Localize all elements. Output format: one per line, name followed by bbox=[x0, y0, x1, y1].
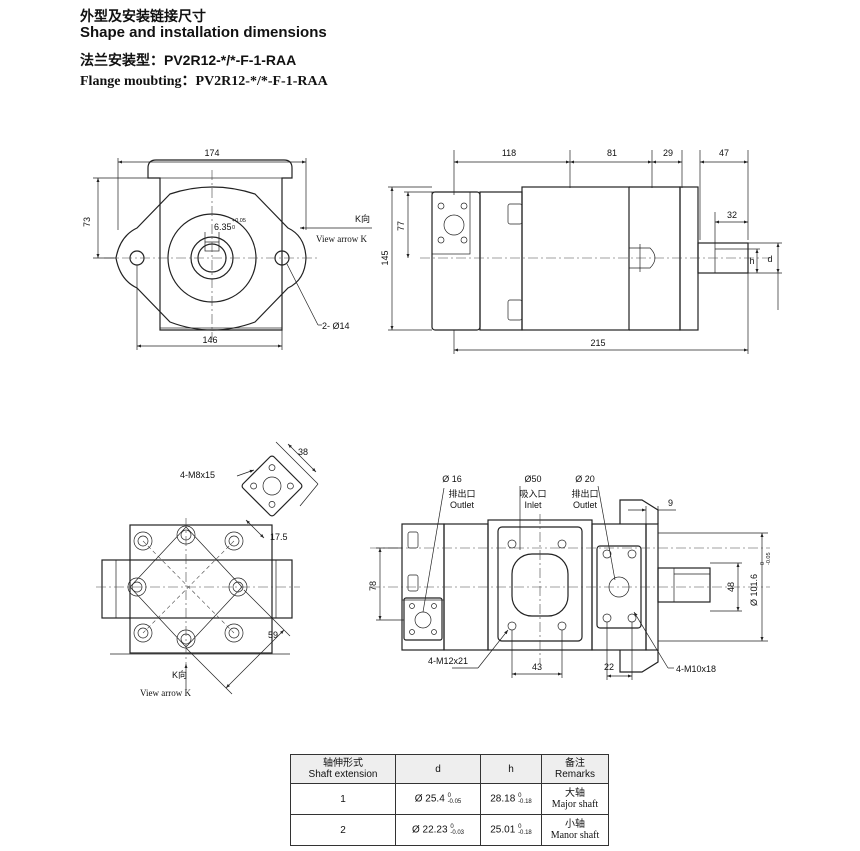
thread-m10: 4-M10x18 bbox=[676, 664, 716, 674]
dim-9: 9 bbox=[668, 498, 673, 508]
title-en: Shape and installation dimensions bbox=[80, 24, 327, 41]
outlet1-dia: Ø 16 bbox=[442, 474, 462, 484]
dim-78: 78 bbox=[368, 581, 378, 591]
dim-h: h bbox=[749, 256, 754, 266]
outlet2-dia: Ø 20 bbox=[575, 474, 595, 484]
pilot-tol-up: 0 bbox=[760, 562, 766, 565]
model-en: Flange moubting：PV2R12-*/*-F-1-RAA bbox=[80, 74, 328, 89]
dim-d: d bbox=[767, 254, 772, 264]
dim-47: 47 bbox=[719, 148, 729, 158]
dim-81: 81 bbox=[607, 148, 617, 158]
dim-215: 215 bbox=[590, 338, 605, 348]
key-tol-up: +0.05 bbox=[232, 218, 246, 224]
thread-m8: 4-M8x15 bbox=[180, 470, 215, 480]
outlet2-en: Outlet bbox=[573, 500, 598, 510]
cell-h: 28.18 0-0.18 bbox=[480, 783, 542, 815]
dim-43: 43 bbox=[532, 662, 542, 672]
inlet-cn: 吸入口 bbox=[519, 489, 546, 499]
outlet2-cn: 排出口 bbox=[571, 488, 598, 499]
inlet-en: Inlet bbox=[524, 500, 542, 510]
dim-146: 146 bbox=[202, 335, 217, 345]
k-arrow2-cn: K向 bbox=[172, 669, 187, 680]
dim-73: 73 bbox=[82, 217, 92, 227]
model-cn: 法兰安装型：PV2R12-*/*-F-1-RAA bbox=[80, 52, 297, 68]
dim-key: 6.35 bbox=[214, 222, 232, 232]
dim-32: 32 bbox=[727, 210, 737, 220]
dim-48: 48 bbox=[726, 582, 736, 592]
inlet-dia: Ø50 bbox=[524, 474, 541, 484]
dim-38: 38 bbox=[298, 447, 308, 457]
dim-118: 118 bbox=[502, 148, 516, 158]
outlet1-en: Outlet bbox=[450, 500, 475, 510]
cell-h: 25.01 0-0.18 bbox=[480, 814, 542, 846]
dim-59: 59 bbox=[268, 630, 278, 640]
holes-label: 2- Ø14 bbox=[322, 321, 350, 331]
dim-22: 22 bbox=[604, 662, 614, 672]
dim-pilot: Ø 101.6 bbox=[749, 574, 759, 606]
th-h: h bbox=[480, 754, 542, 784]
view-k: 4-M8x15 38 17.5 bbox=[96, 441, 319, 698]
top-view: Ø 16 排出口 Outlet Ø50 吸入口 Inlet Ø 20 排出口 O… bbox=[368, 474, 772, 680]
cell-d: Ø 22.23 0-0.03 bbox=[395, 814, 481, 846]
front-view: 174 73 6.35 +0.05 0 146 2- Ø14 K向 View a… bbox=[82, 148, 372, 350]
cell-n: 2 bbox=[290, 814, 396, 846]
cell-n: 1 bbox=[290, 783, 396, 815]
k-arrow-en: View arrow K bbox=[316, 234, 367, 244]
k-arrow-cn: K向 bbox=[355, 213, 370, 224]
cell-d: Ø 25.4 0-0.05 bbox=[395, 783, 481, 815]
dim-29: 29 bbox=[663, 148, 673, 158]
dim-174: 174 bbox=[204, 148, 219, 158]
outlet1-cn: 排出口 bbox=[448, 488, 475, 499]
key-tol-dn: 0 bbox=[232, 225, 235, 231]
thread-m12: 4-M12x21 bbox=[428, 656, 468, 666]
pilot-tol-dn: -0.05 bbox=[766, 552, 772, 565]
k-arrow2-en: View arrow K bbox=[140, 688, 191, 698]
dim-17-5: 17.5 bbox=[270, 532, 288, 542]
side-view: 118 81 29 47 32 h d 77 145 215 bbox=[380, 148, 782, 354]
th-d: d bbox=[395, 754, 481, 784]
dim-77: 77 bbox=[396, 221, 406, 231]
title-cn: 外型及安装链接尺寸 bbox=[80, 8, 206, 24]
dim-145: 145 bbox=[380, 250, 390, 265]
